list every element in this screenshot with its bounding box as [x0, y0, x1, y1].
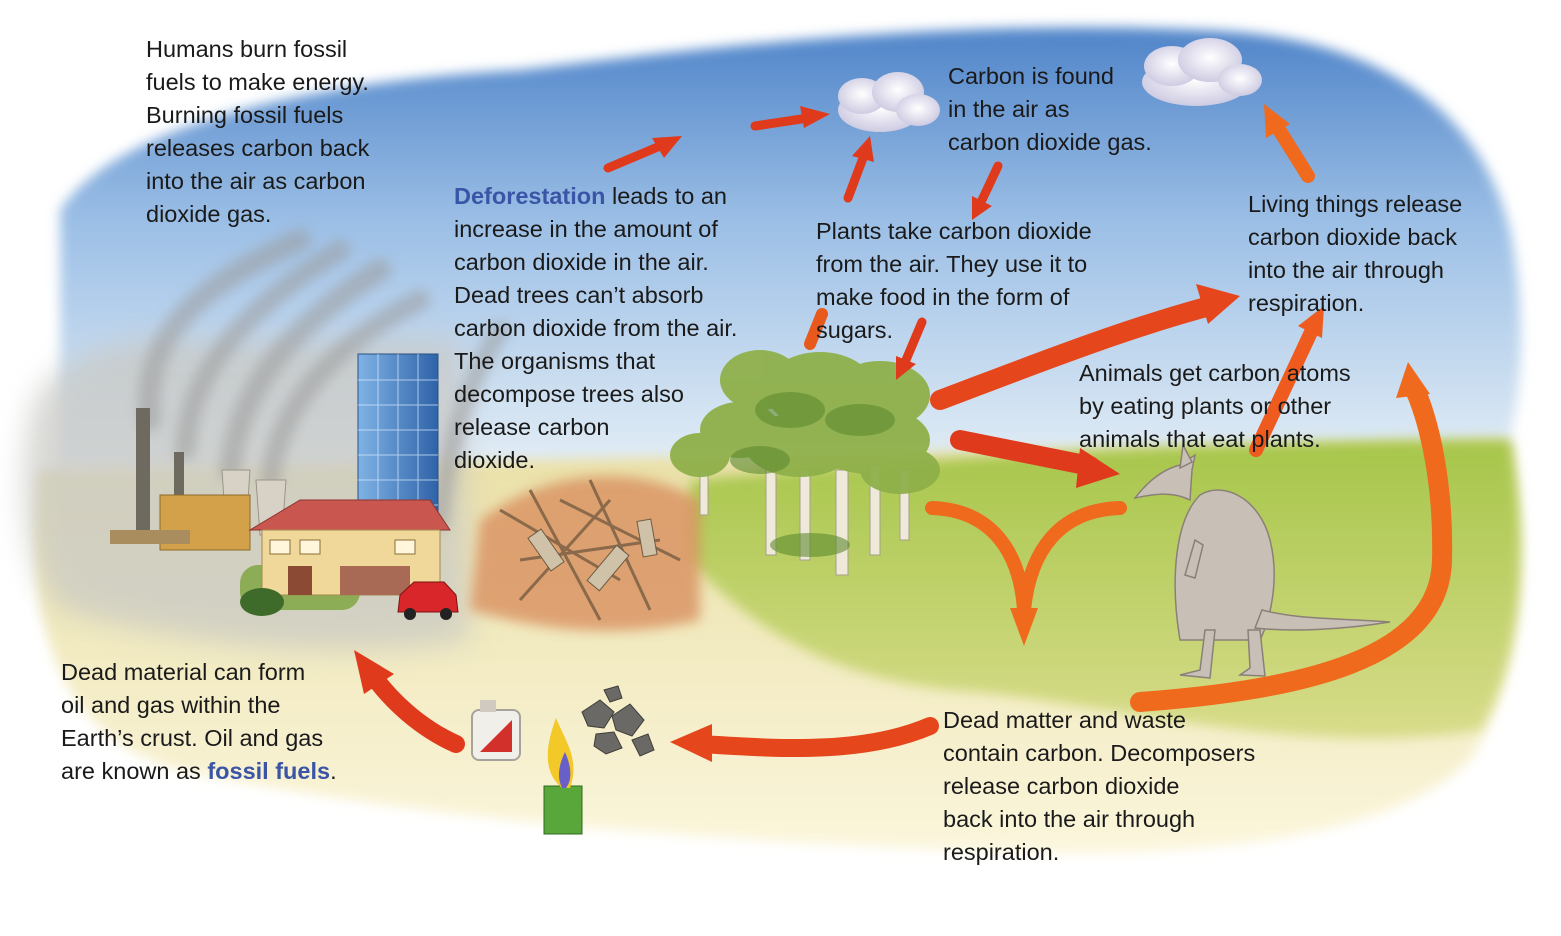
fossil-burning-line: Burning fossil fuels [146, 99, 369, 132]
animals-line: by eating plants or other [1079, 390, 1351, 423]
animals-label: Animals get carbon atoms by eating plant… [1079, 357, 1351, 456]
deforestation-line: The organisms that [454, 345, 737, 378]
plants-line: make food in the form of [816, 281, 1092, 314]
air-carbon-line: carbon dioxide gas. [948, 126, 1152, 159]
fossil-formation-suffix: . [330, 758, 337, 784]
deforestation-line: dioxide. [454, 444, 737, 477]
fossil-formation-line: oil and gas within the [61, 689, 337, 722]
respiration-line: into the air through [1248, 254, 1462, 287]
fossil-burning-line: Humans burn fossil [146, 33, 369, 66]
animals-line: Animals get carbon atoms [1079, 357, 1351, 390]
fossil-burning-label: Humans burn fossil fuels to make energy.… [146, 33, 369, 231]
deforestation-term: Deforestation [454, 183, 605, 209]
fossil-fuels-term: fossil fuels [207, 758, 330, 784]
deforestation-line: carbon dioxide in the air. [454, 246, 737, 279]
decomposers-line: release carbon dioxide [943, 770, 1255, 803]
fossil-burning-line: fuels to make energy. [146, 66, 369, 99]
plants-label: Plants take carbon dioxide from the air.… [816, 215, 1092, 347]
house [240, 500, 458, 620]
air-carbon-line: Carbon is found [948, 60, 1152, 93]
fossil-burning-line: dioxide gas. [146, 198, 369, 231]
fuel-can-icon [472, 700, 520, 760]
fossil-burning-line: into the air as carbon [146, 165, 369, 198]
decomposers-line: respiration. [943, 836, 1255, 869]
plants-line: sugars. [816, 314, 1092, 347]
respiration-line: Living things release [1248, 188, 1462, 221]
fossil-burning-line: releases carbon back [146, 132, 369, 165]
deforestation-first-rest: leads to an [605, 183, 727, 209]
air-carbon-line: in the air as [948, 93, 1152, 126]
respiration-line: carbon dioxide back [1248, 221, 1462, 254]
decomposers-line: back into the air through [943, 803, 1255, 836]
deforestation-line: decompose trees also [454, 378, 737, 411]
fossil-formation-line: Earth’s crust. Oil and gas [61, 722, 337, 755]
fossil-formation-label: Dead material can form oil and gas withi… [61, 656, 337, 788]
deforestation-line: carbon dioxide from the air. [454, 312, 737, 345]
deforestation-label: Deforestation leads to an increase in th… [454, 180, 737, 477]
fossil-formation-line: Dead material can form [61, 656, 337, 689]
plants-line: from the air. They use it to [816, 248, 1092, 281]
decomposers-line: Dead matter and waste [943, 704, 1255, 737]
fossil-formation-last-line: are known as fossil fuels. [61, 755, 337, 788]
deforestation-line: Dead trees can’t absorb [454, 279, 737, 312]
animals-line: animals that eat plants. [1079, 423, 1351, 456]
respiration-label: Living things release carbon dioxide bac… [1248, 188, 1462, 320]
deforestation-line: release carbon [454, 411, 737, 444]
deforestation-first-line: Deforestation leads to an [454, 180, 737, 213]
respiration-line: respiration. [1248, 287, 1462, 320]
plants-line: Plants take carbon dioxide [816, 215, 1092, 248]
decomposers-line: contain carbon. Decomposers [943, 737, 1255, 770]
deforestation-line: increase in the amount of [454, 213, 737, 246]
air-carbon-label: Carbon is found in the air as carbon dio… [948, 60, 1152, 159]
decomposers-label: Dead matter and waste contain carbon. De… [943, 704, 1255, 869]
fossil-formation-prefix: are known as [61, 758, 207, 784]
